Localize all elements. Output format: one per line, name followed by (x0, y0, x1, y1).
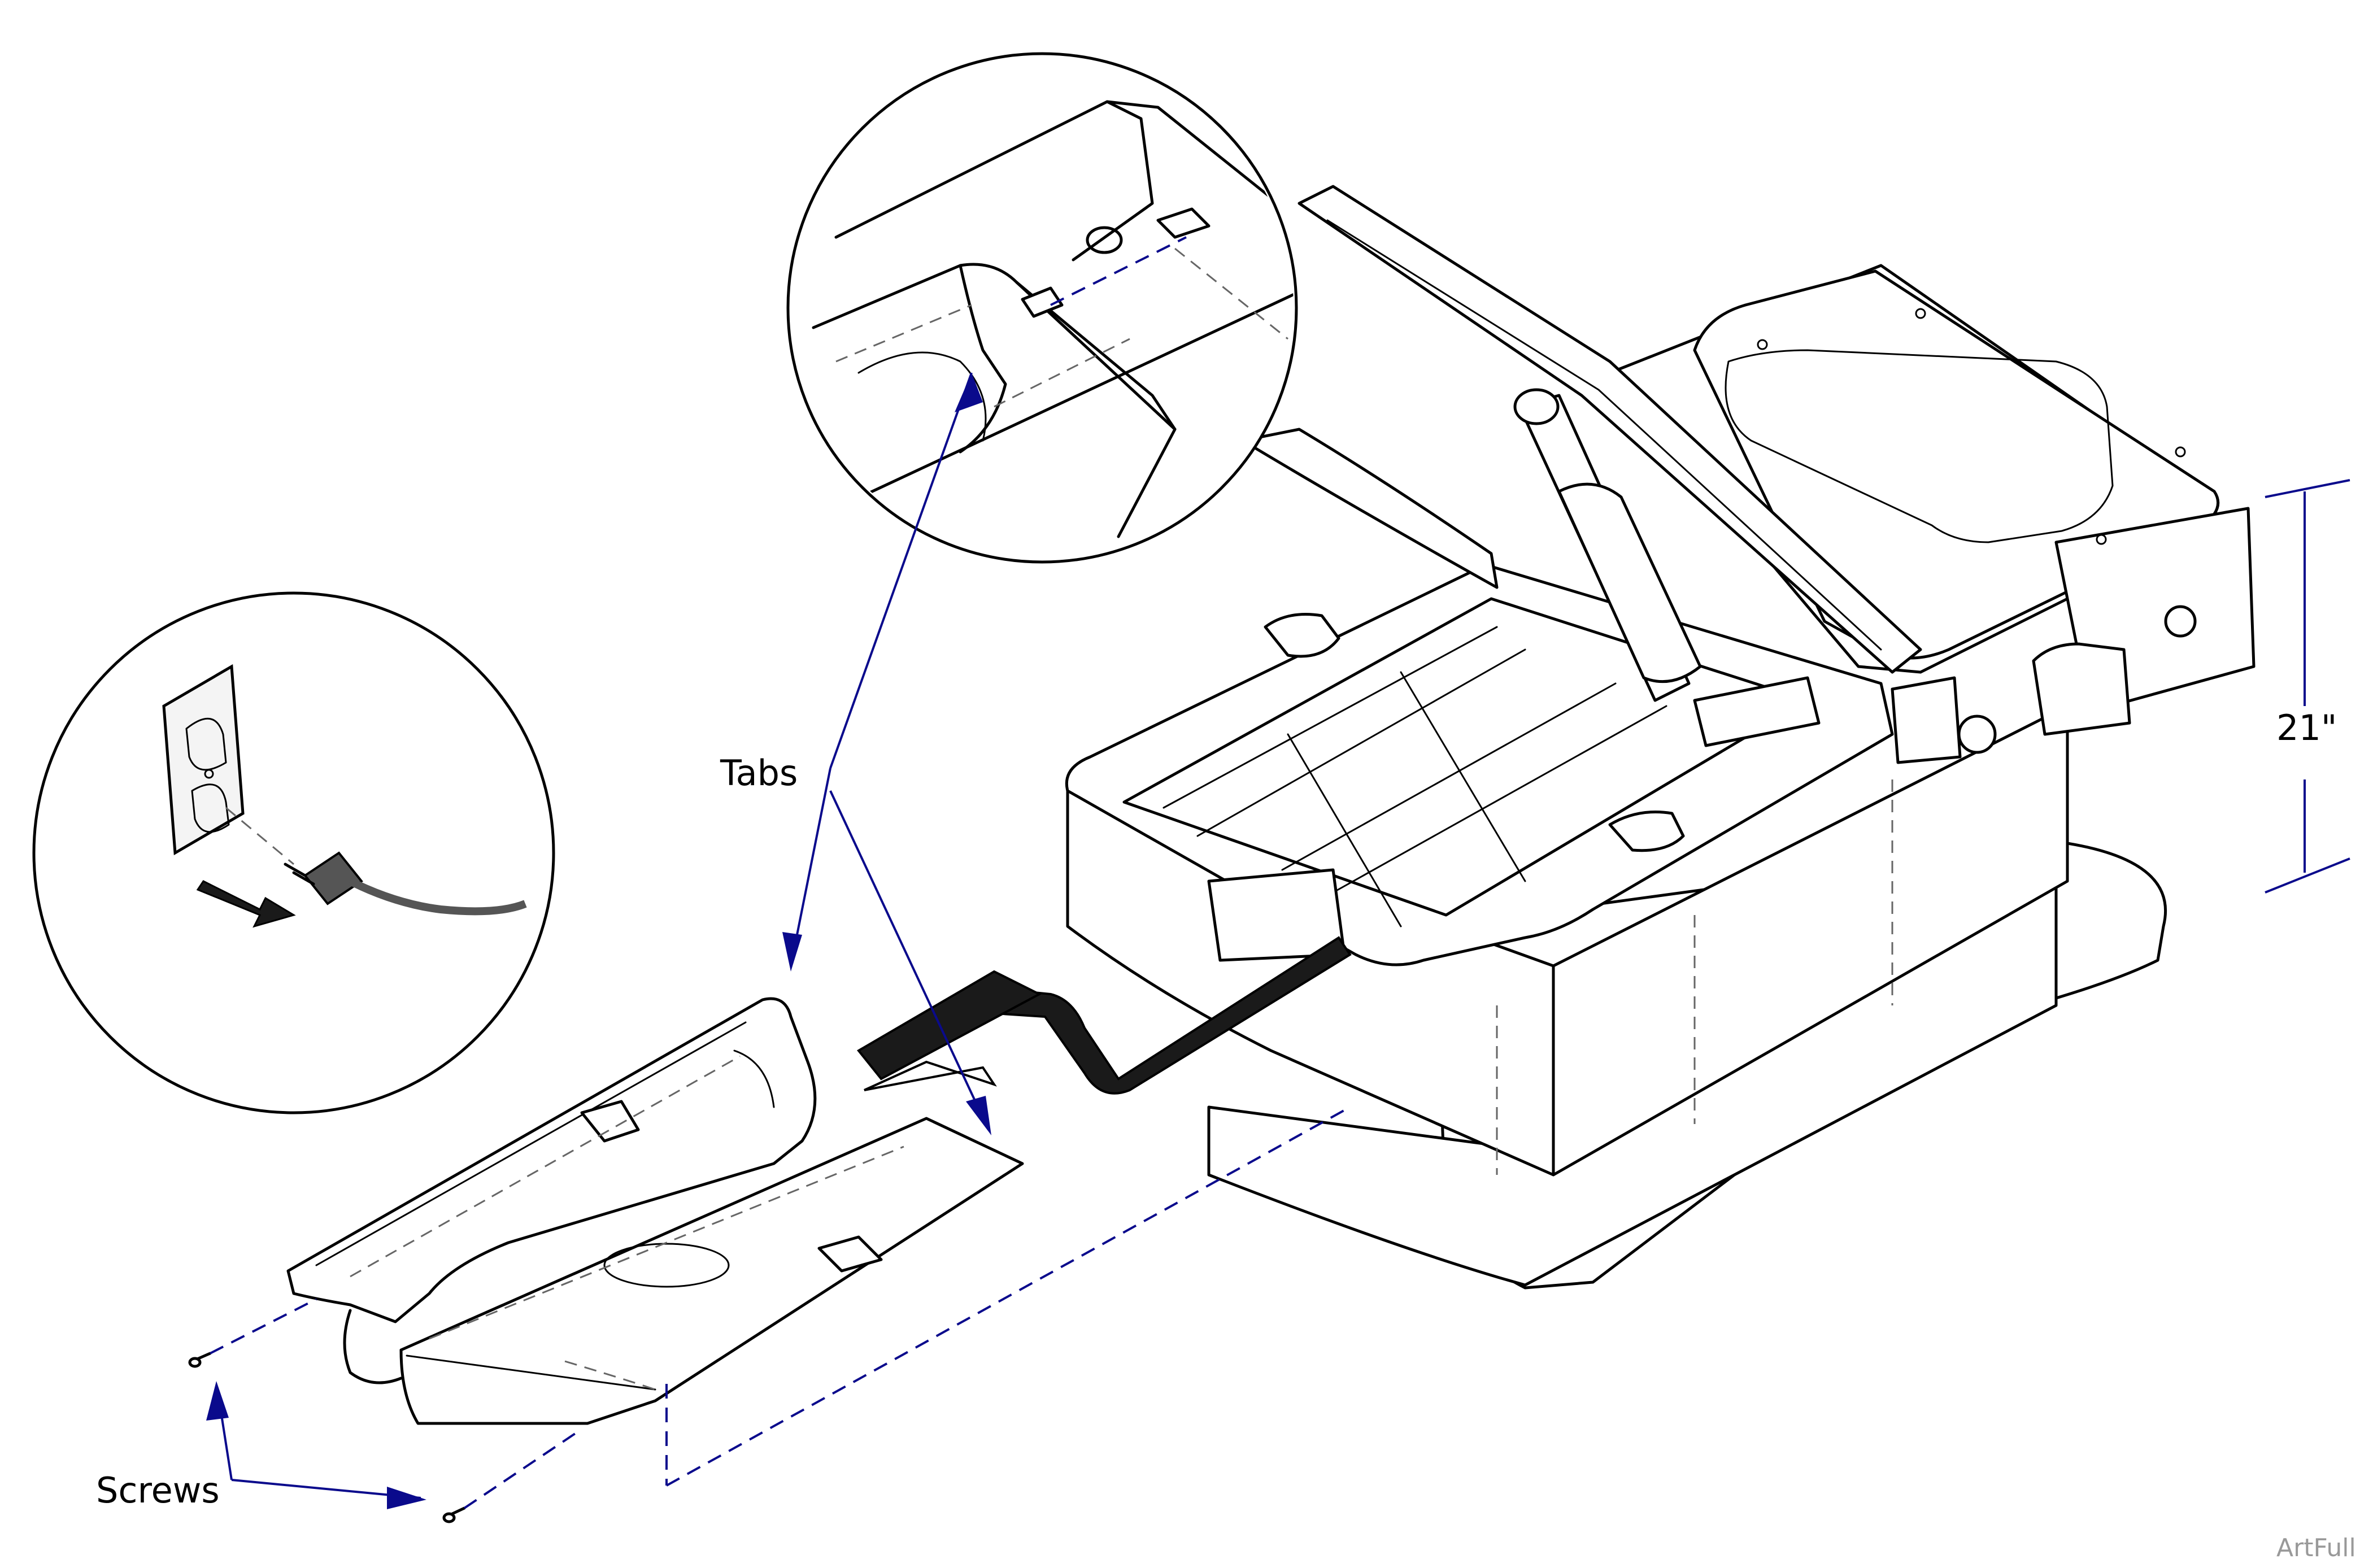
screw-lower (442, 1506, 466, 1523)
pull-arrow-icon (196, 880, 296, 928)
screws (188, 1106, 1351, 1523)
screws-callout: Screws (96, 1381, 426, 1511)
removed-cover-assembly (286, 997, 1024, 1425)
tabs-callout: Tabs (720, 372, 991, 1135)
removal-arrow (856, 936, 1352, 1095)
height-dimension: 21" (2265, 479, 2350, 894)
screw-upper (188, 1352, 212, 1368)
electrical-outlet-icon (162, 664, 245, 856)
exam-table-body (1065, 185, 2256, 1290)
watermark: ArtFull (2276, 1534, 2356, 1562)
height-label: 21" (2276, 707, 2337, 748)
tabs-label: Tabs (720, 752, 798, 794)
outlet-detail-circle (32, 591, 555, 1114)
unplug-detail (32, 591, 555, 1114)
tab-detail-callout (786, 52, 1499, 589)
screws-label: Screws (96, 1470, 220, 1511)
plug-icon (225, 807, 527, 916)
